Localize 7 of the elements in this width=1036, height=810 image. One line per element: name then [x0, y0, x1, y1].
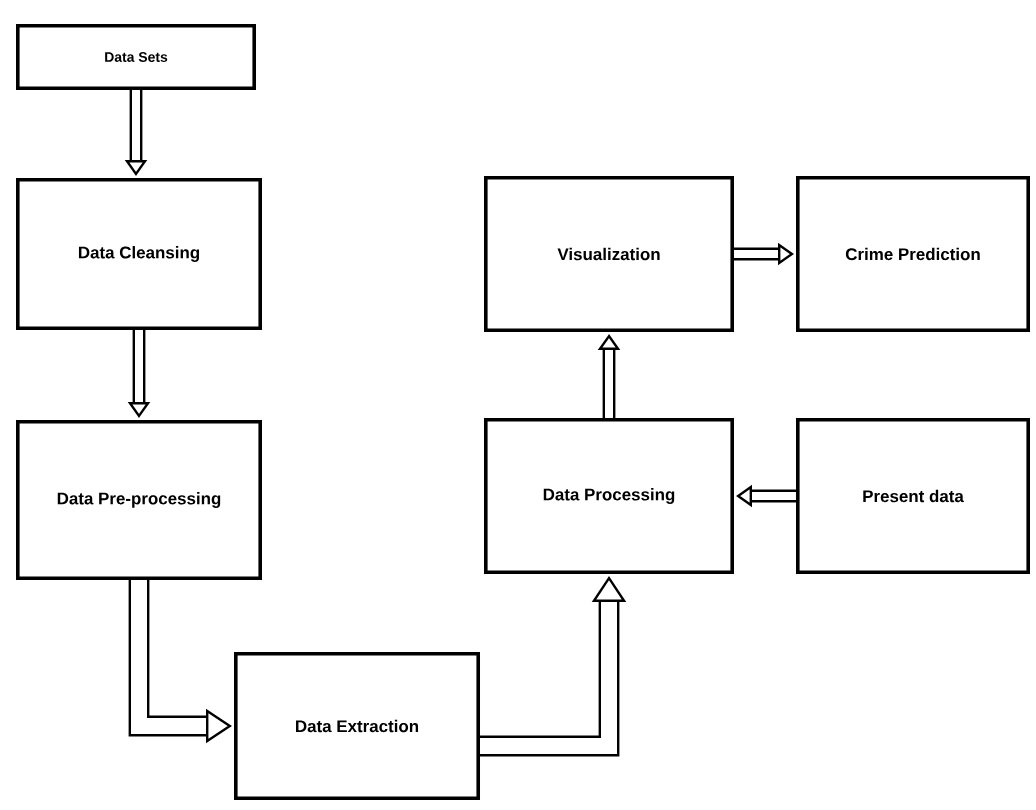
process-box: Crime Prediction	[796, 176, 1030, 332]
process-box: Visualization	[484, 176, 734, 332]
process-box: Data Cleansing	[16, 178, 262, 330]
process-box: Present data	[796, 418, 1030, 574]
process-box: Data Processing	[484, 418, 734, 574]
process-box: Data Extraction	[234, 652, 480, 800]
process-box: Data Pre-processing	[16, 420, 262, 580]
